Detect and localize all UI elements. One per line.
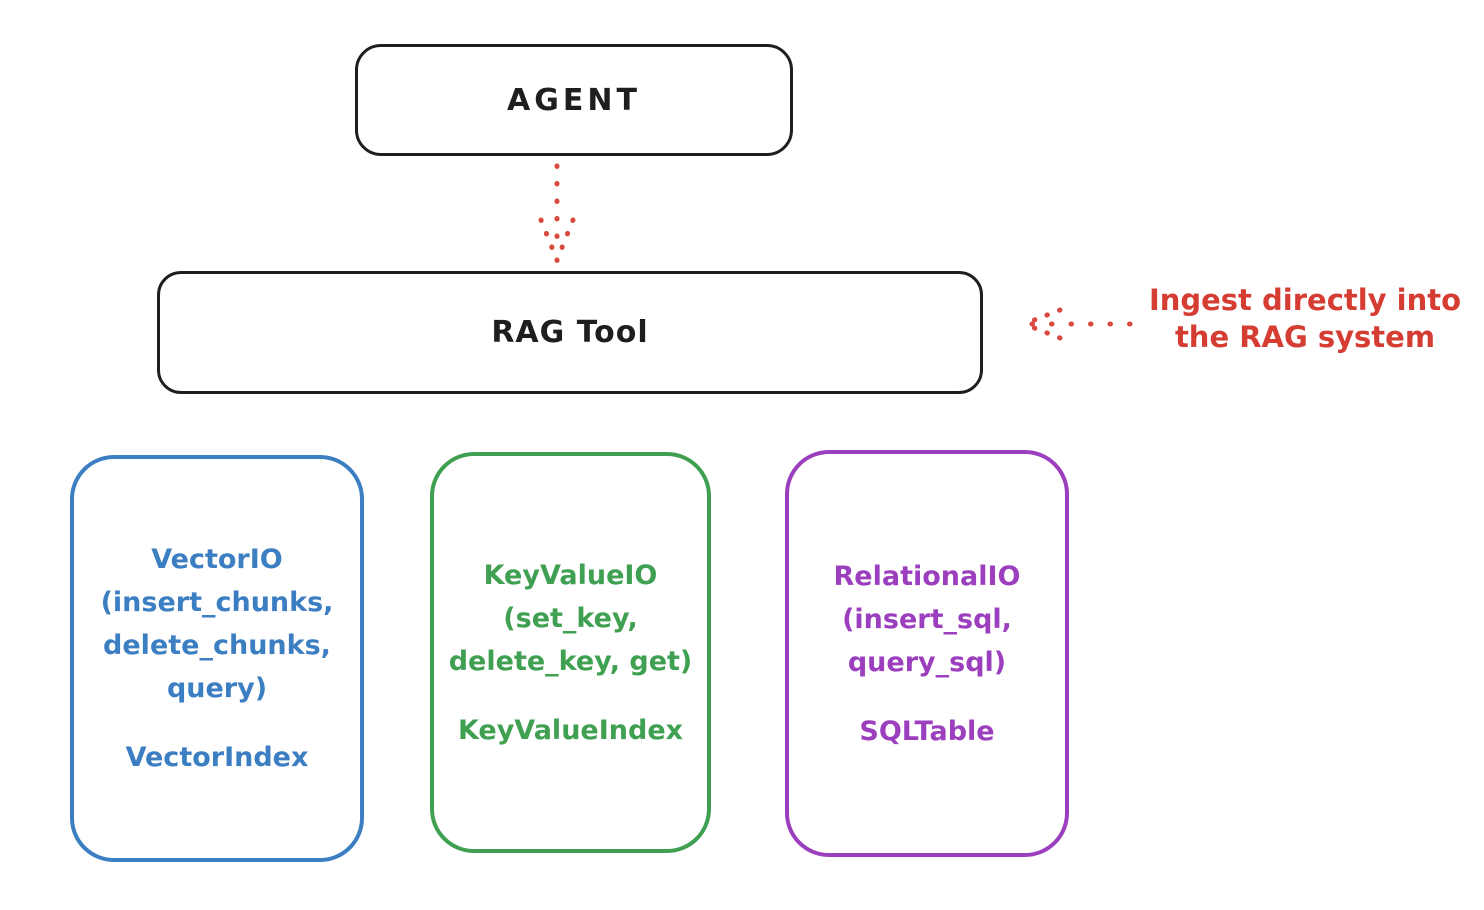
relational-io-title: RelationalIO — [833, 560, 1021, 592]
vector-io-title: VectorIO — [151, 544, 283, 575]
agent-to-rag-arrow-icon — [538, 163, 576, 267]
vector-index-label: VectorIndex — [125, 742, 309, 773]
relational-io-node: RelationalIO (insert_sql, query_sql) SQL… — [785, 450, 1069, 857]
key-value-io-node: KeyValueIO (set_key, delete_key, get) Ke… — [430, 452, 711, 853]
relational-io-methods-line1: (insert_sql, — [842, 603, 1012, 635]
vector-io-methods-line1: (insert_chunks, — [100, 587, 334, 618]
ingest-annotation-line1: Ingest directly into — [1148, 283, 1462, 317]
relational-io-methods-line2: query_sql) — [847, 646, 1007, 678]
key-value-io-methods-line2: delete_key, get) — [448, 645, 693, 677]
key-value-index-label: KeyValueIndex — [457, 714, 684, 746]
vector-io-methods-line3: query) — [166, 673, 268, 704]
ingest-annotation-line2: the RAG system — [1174, 320, 1436, 354]
key-value-io-title: KeyValueIO — [483, 559, 658, 591]
rag-tool-label: RAG Tool — [491, 315, 649, 350]
annotation-to-rag-arrow-icon — [1021, 307, 1133, 341]
rag-tool-node: RAG Tool — [157, 271, 983, 394]
vector-io-node: VectorIO (insert_chunks, delete_chunks, … — [70, 455, 364, 862]
ingest-annotation: Ingest directly into the RAG system — [1135, 282, 1475, 356]
agent-node: AGENT — [355, 44, 793, 156]
sql-table-label: SQLTable — [859, 715, 995, 747]
key-value-io-methods-line1: (set_key, — [503, 602, 638, 634]
vector-io-methods-line2: delete_chunks, — [103, 630, 331, 661]
agent-label: AGENT — [507, 82, 641, 118]
